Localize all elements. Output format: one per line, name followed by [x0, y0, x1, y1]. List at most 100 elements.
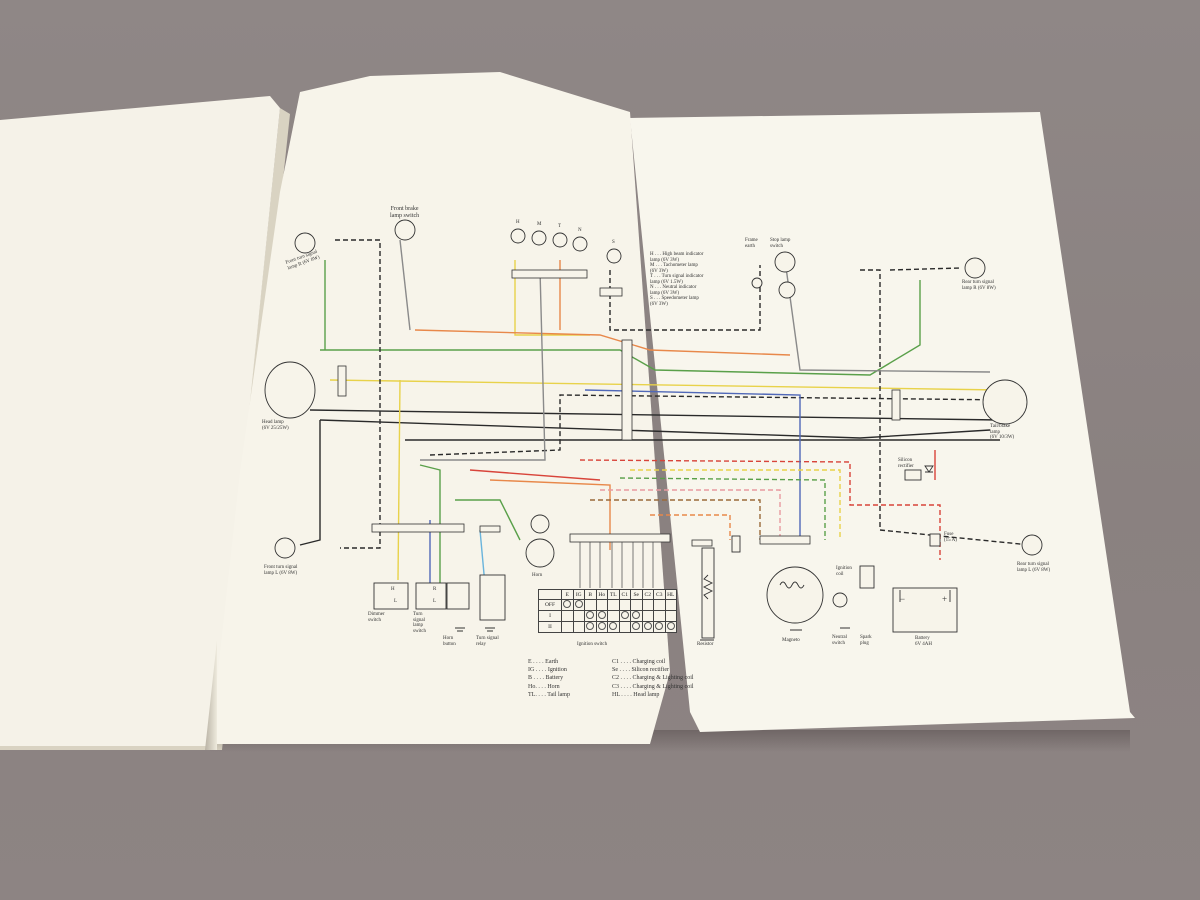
connector-res [691, 539, 713, 547]
spark-plug-label: Spark plug [860, 635, 872, 646]
wire-green-4 [455, 499, 521, 541]
table-cell [618, 599, 631, 611]
table-cell [607, 599, 620, 611]
wire-black-2 [319, 419, 991, 439]
head-lamp-label: Head lamp (6V 25/25W) [262, 420, 289, 431]
abbreviation-legend: E . . . . Earth C1 . . . . Charging coil… [528, 658, 696, 699]
wire-red-2 [579, 459, 941, 560]
wire-yellow-2 [397, 379, 401, 581]
connector-ign [569, 533, 671, 543]
silicon-rectifier-icon [904, 469, 922, 481]
legend-item: C2 . . . . Charging & Lighting coil [612, 675, 694, 682]
legend-item: Ho. . . . Horn [528, 683, 560, 690]
wire-green-1 [320, 280, 921, 376]
contact-dot [609, 622, 618, 630]
battery-plus: + [942, 594, 948, 604]
table-cell [653, 621, 666, 633]
table-cell [595, 610, 608, 622]
ign-pins-icon [579, 542, 654, 588]
legend-item: C3 . . . . Charging & Lighting coil [612, 683, 694, 690]
legend-item: TL. . . . Tail lamp [528, 691, 570, 698]
indicator-t-desc: T . . . Turn signal indicator lamp (6V 1… [650, 274, 704, 285]
frame-earth-label: Frame earth [745, 238, 758, 249]
horn-label: Horn [532, 573, 543, 578]
legend-row: TL. . . . Tail lamp HL . . . . Head lamp [528, 691, 696, 699]
neutral-switch-label: Neutral switch [832, 635, 847, 646]
indicator-h-desc: H . . . High beam indicator lamp (6V 3W) [650, 252, 704, 263]
legend-item: IG . . . . Ignition [528, 667, 567, 674]
table-header: C2 [641, 589, 654, 600]
rear-turn-l-lamp-icon [1021, 534, 1043, 556]
turn-switch-label: Turn signal lamp switch [413, 612, 427, 634]
table-row-label: I [538, 610, 562, 622]
contact-dot [655, 622, 664, 630]
indicator-letter-t: T [558, 224, 562, 229]
connector-top [511, 269, 588, 279]
table-cell [630, 610, 643, 622]
ignition-switch-label: Ignition switch [577, 642, 608, 647]
rear-turn-r-lamp-icon [964, 257, 986, 279]
legend-item: HL . . . . Head lamp [612, 691, 660, 698]
indicator-s-desc: S . . . Speedometer lamp (6V 3W) [650, 296, 699, 307]
wire-green-3 [419, 464, 441, 585]
legend-item: C1 . . . . Charging coil [612, 659, 666, 665]
rear-turn-r-label: Rear turn signal lamp R (6V 8W) [962, 280, 996, 291]
table-cell [618, 610, 631, 622]
wire-black-4 [299, 420, 321, 546]
contact-dot [563, 600, 572, 608]
turn-switch-icon [415, 582, 447, 610]
indicator-letter-n: N [578, 228, 582, 233]
connector-mid [621, 339, 633, 441]
indicator-legend: H . . . High beam indicator lamp (6V 3W)… [650, 252, 703, 307]
table-cell [561, 621, 574, 633]
wire-dash-brown [590, 499, 761, 540]
ignition-coil-icon [859, 565, 875, 589]
dimmer-switch-icon [373, 582, 409, 610]
connector-s [599, 287, 623, 297]
wire-black-5 [429, 394, 1011, 456]
wire-dash-yellow [630, 469, 841, 540]
wire-dash-green [619, 477, 826, 540]
wire-yellow-1 [329, 379, 1001, 391]
table-header: IG [572, 589, 585, 600]
dimmer-terminal-l: L [394, 599, 398, 604]
wire-black-dash-ind [609, 265, 761, 331]
resistor-label: Resistor [697, 642, 714, 647]
magneto-icon [766, 566, 824, 624]
table-row: II [538, 621, 677, 633]
contact-dot [597, 622, 606, 630]
table-cell [595, 621, 608, 633]
silicon-rectifier-label: Silicon rectifier [898, 458, 914, 469]
indicator-t-icon [552, 232, 568, 248]
table-header: HL [664, 589, 677, 600]
table-cell [664, 610, 677, 622]
battery-label: Battery 6V 4AH [915, 636, 932, 647]
table-cell [641, 621, 654, 633]
table-cell [538, 589, 562, 600]
table-row-label: OFF [538, 599, 562, 611]
indicator-m-desc: M . . . Tachometer lamp (6V 3W) [650, 263, 698, 274]
legend-item: E . . . . Earth [528, 659, 559, 665]
indicator-n-icon [572, 236, 588, 252]
horn-icon [530, 514, 550, 534]
connector-left [371, 523, 465, 533]
contact-dot [620, 611, 629, 619]
indicator-m-icon [531, 230, 547, 246]
contact-dot [666, 622, 675, 630]
wire-black-main [309, 409, 1001, 421]
table-header: TL [607, 589, 620, 600]
turn-relay-icon [479, 574, 506, 621]
table-cell [664, 621, 677, 633]
front-turn-r-lamp-icon [294, 232, 316, 254]
table-cell [561, 610, 574, 622]
stop-switch-icon [774, 251, 796, 273]
fuse-holder-icon [929, 533, 941, 547]
turn-terminal-l: L [433, 599, 437, 604]
legend-item: Se . . . . Silicon rectifier [612, 667, 669, 674]
neutral-switch-box-icon [731, 535, 741, 553]
table-header: Se [630, 589, 643, 600]
head-lamp-icon [264, 361, 316, 419]
wire-gray-2 [784, 259, 991, 373]
table-cell [607, 621, 620, 633]
